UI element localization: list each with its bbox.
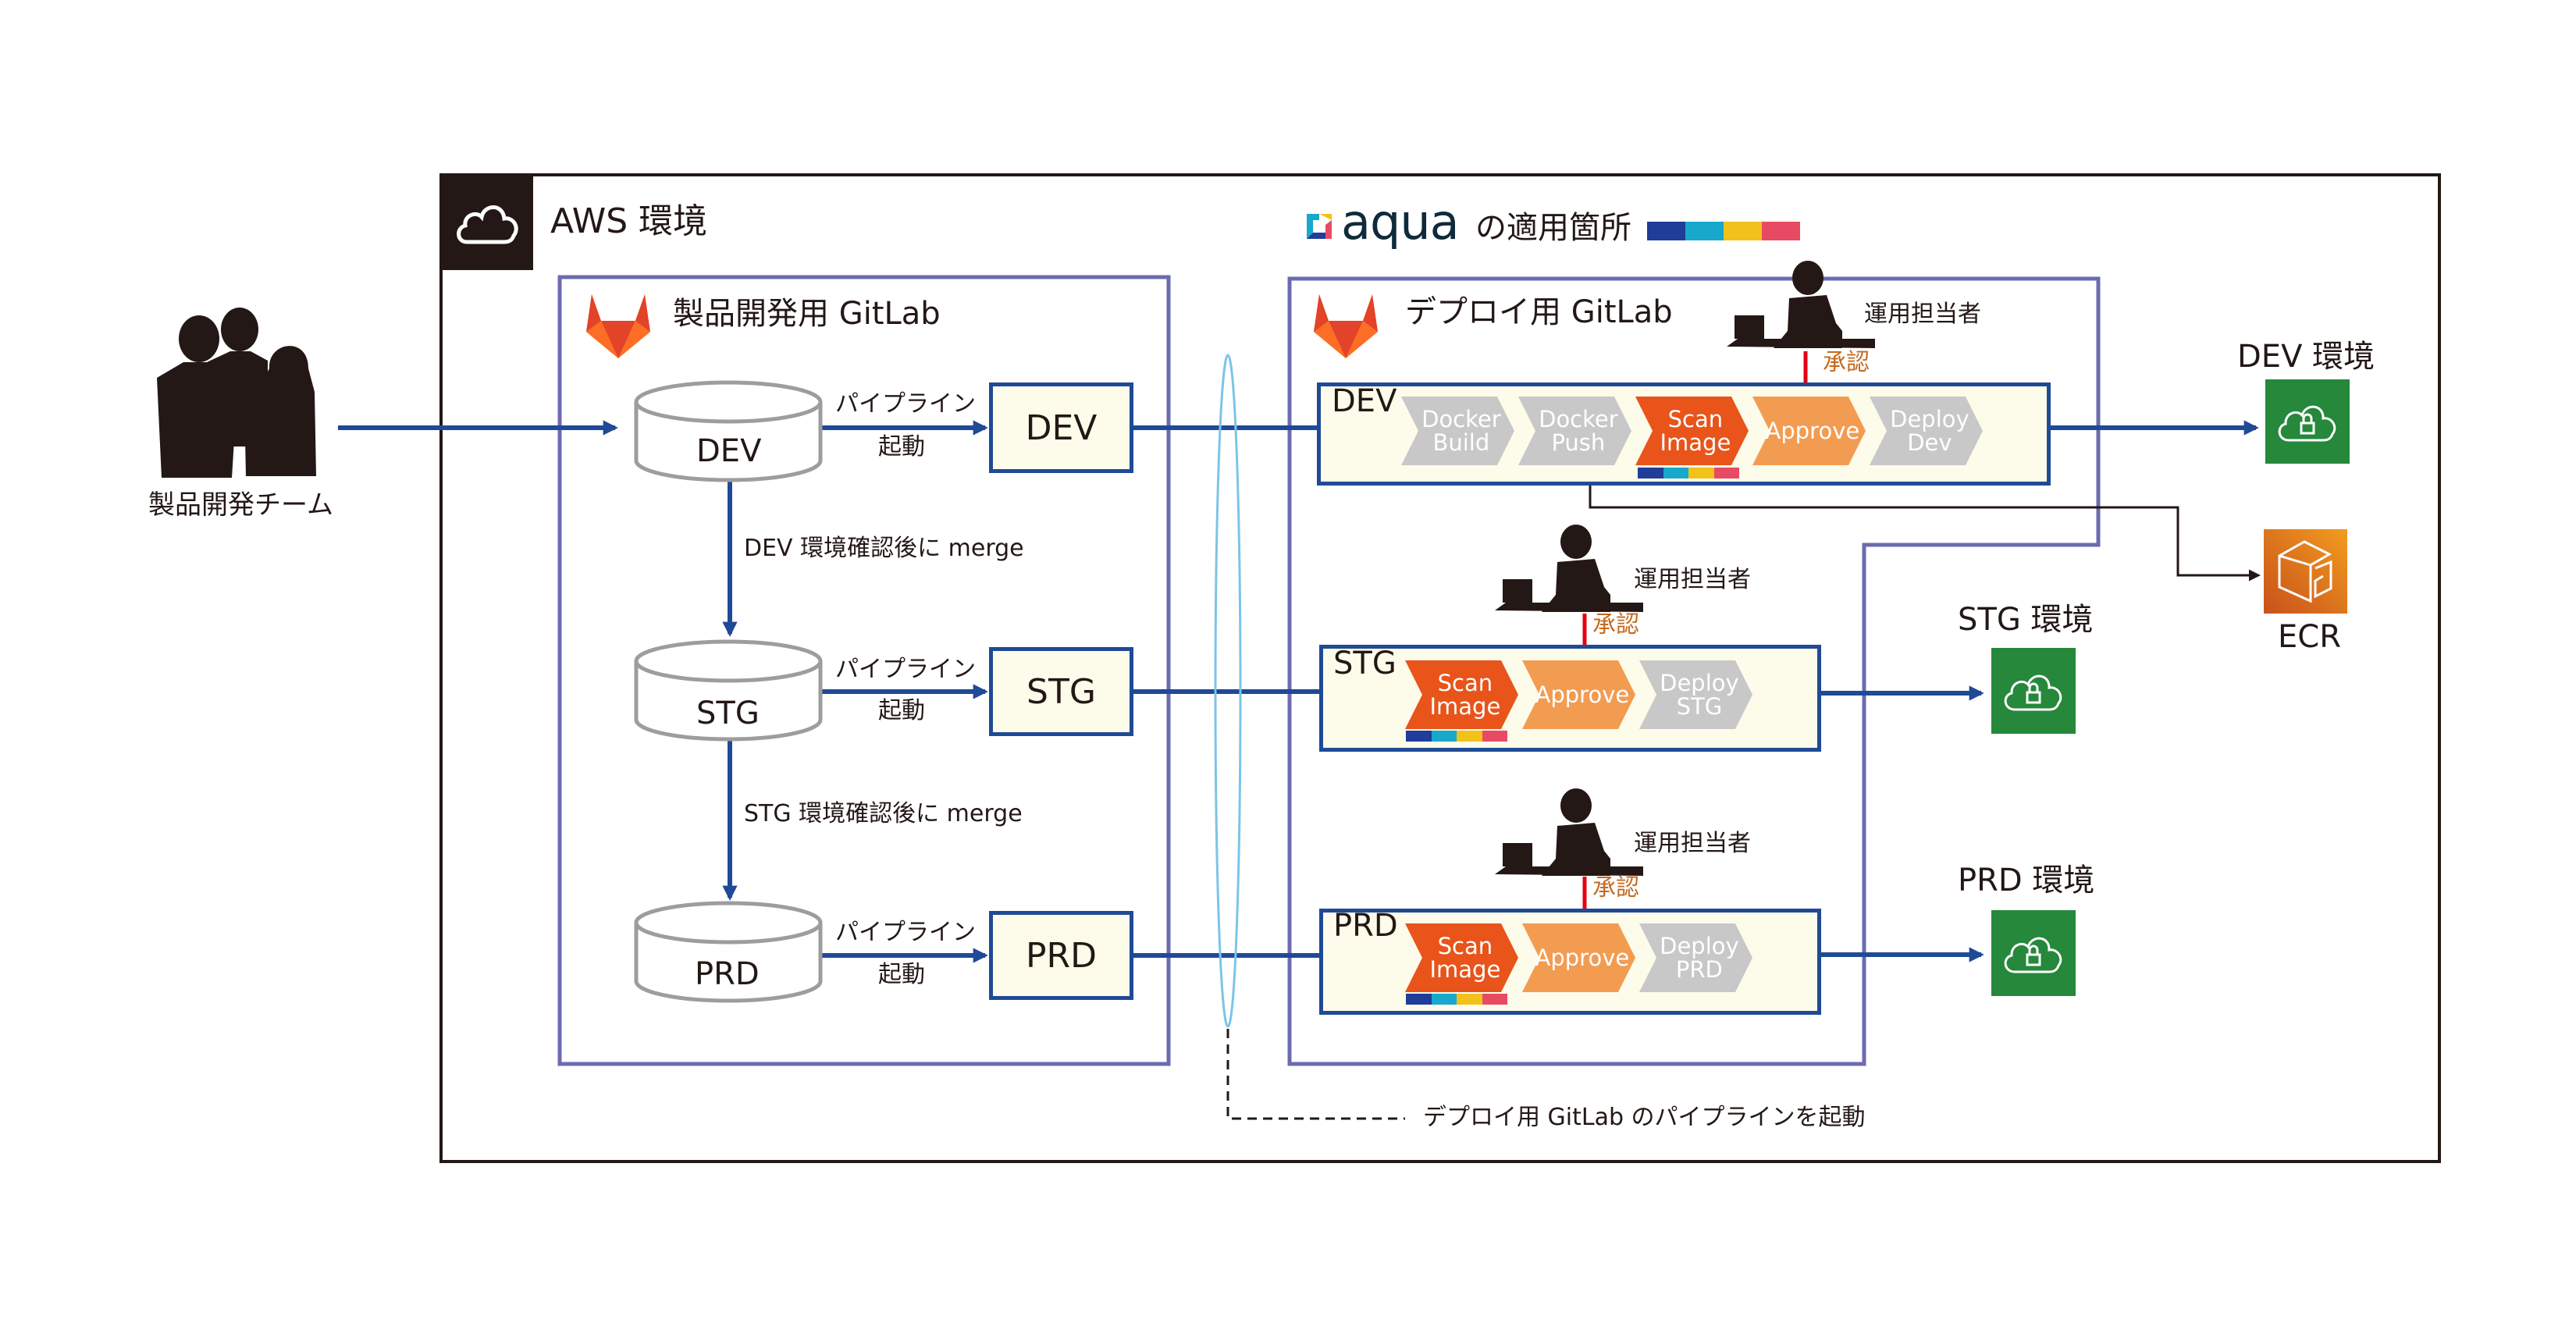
stage-chevron-scan-image[interactable] bbox=[1405, 660, 1518, 729]
gitlab-logo-icon bbox=[1314, 294, 1378, 358]
stage-chevron-deploy-dev[interactable] bbox=[1870, 397, 1983, 465]
repo-cylinder-stg[interactable] bbox=[632, 638, 827, 743]
stage-chevron-docker-build[interactable] bbox=[1401, 397, 1514, 465]
env-prd[interactable] bbox=[1991, 910, 2076, 996]
gitlab-logo-icon bbox=[586, 294, 650, 358]
ecr-label: ECR bbox=[2278, 619, 2341, 655]
stage-chevron-scan-image[interactable] bbox=[1405, 923, 1518, 992]
pipeline-env-label-dev: DEV bbox=[1332, 383, 1397, 419]
pipeline-env-label-stg: STG bbox=[1333, 646, 1397, 681]
merge-label-dev: DEV 環境確認後に merge bbox=[744, 535, 1024, 562]
repo-label-stg: STG bbox=[696, 696, 760, 731]
stage-chevron-approve[interactable] bbox=[1522, 660, 1635, 729]
stage-label: Approve bbox=[1535, 944, 1630, 971]
deploy-gitlab-boundary bbox=[1287, 276, 2101, 1066]
approval-label-prd: 承認 bbox=[1592, 874, 1639, 902]
aws-boundary bbox=[439, 173, 2441, 1163]
aqua-color-navy bbox=[1647, 222, 1685, 240]
stage-chevron-approve[interactable] bbox=[1522, 923, 1635, 992]
deploy-gitlab-title: デプロイ用 GitLab bbox=[1405, 294, 1673, 330]
operator-label-prd: 運用担当者 bbox=[1634, 830, 1751, 857]
cloud-icon bbox=[457, 205, 518, 244]
aqua-logo-text: aqua bbox=[1341, 194, 1460, 251]
aws-corner-badge bbox=[441, 175, 533, 270]
pipeline-target-stg[interactable]: STG bbox=[989, 647, 1133, 736]
stage-chevron-deploy-prd[interactable] bbox=[1639, 923, 1752, 992]
pipeline-target-prd[interactable]: PRD bbox=[989, 911, 1133, 1000]
container-registry-icon bbox=[2278, 540, 2332, 603]
pipeline-target-dev[interactable]: DEV bbox=[989, 382, 1133, 473]
trigger-label-prd-line2: 起動 bbox=[878, 961, 925, 988]
stage-chevron-docker-push[interactable] bbox=[1518, 397, 1631, 465]
env-label-dev: DEV 環境 bbox=[2237, 339, 2375, 375]
trigger-label-prd-line1: パイプライン bbox=[835, 919, 976, 946]
dev-gitlab-boundary bbox=[557, 275, 1171, 1066]
operator-label-dev: 運用担当者 bbox=[1864, 301, 1981, 328]
stage-chevron-approve[interactable] bbox=[1752, 397, 1866, 465]
team-label: 製品開発チーム bbox=[148, 489, 333, 521]
operator-silhouette-icon bbox=[1495, 525, 1643, 612]
trigger-note: デプロイ用 GitLab のパイプラインを起動 bbox=[1423, 1104, 1866, 1131]
aqua-marker-dev bbox=[1638, 468, 1739, 479]
env-label-stg: STG 環境 bbox=[1958, 602, 2094, 638]
repo-cylinder-prd[interactable] bbox=[632, 899, 827, 1005]
aqua-color-cyan bbox=[1685, 222, 1724, 240]
operator-silhouette-icon bbox=[1727, 261, 1875, 348]
stage-label: Approve bbox=[1765, 417, 1860, 444]
approval-label-dev: 承認 bbox=[1823, 349, 1870, 376]
push-to-ecr-arrow bbox=[1589, 464, 2261, 582]
cloud-lock-icon bbox=[2278, 405, 2336, 442]
aqua-marker-prd bbox=[1406, 994, 1507, 1005]
repo-label-prd: PRD bbox=[695, 956, 760, 992]
people-silhouette-icon bbox=[157, 308, 316, 478]
trigger-note-leader bbox=[1226, 1029, 1405, 1120]
aqua-color-pink bbox=[1762, 222, 1800, 240]
cloud-lock-icon bbox=[2004, 937, 2062, 973]
trigger-label-stg-line1: パイプライン bbox=[835, 656, 976, 683]
stage-label: Approve bbox=[1535, 681, 1630, 708]
dev-gitlab-title: 製品開発用 GitLab bbox=[673, 296, 941, 332]
merge-label-stg: STG 環境確認後に merge bbox=[744, 800, 1023, 827]
stage-chevron-scan-image[interactable] bbox=[1635, 397, 1749, 465]
repo-cylinder-dev[interactable] bbox=[632, 379, 827, 484]
operator-silhouette-icon bbox=[1495, 788, 1643, 876]
ecr-registry[interactable] bbox=[2264, 529, 2347, 614]
aqua-color-yellow bbox=[1724, 222, 1762, 240]
aqua-marker-stg bbox=[1406, 731, 1507, 742]
trigger-label-dev-line2: 起動 bbox=[878, 433, 925, 461]
trigger-ellipse bbox=[1214, 354, 1242, 1028]
aqua-logo-icon bbox=[1307, 214, 1332, 239]
repo-label-dev: DEV bbox=[696, 433, 762, 469]
stage-chevron-deploy-stg[interactable] bbox=[1639, 660, 1752, 729]
cloud-lock-icon bbox=[2004, 674, 2062, 711]
aws-title: AWS 環境 bbox=[550, 201, 708, 241]
env-dev[interactable] bbox=[2265, 379, 2350, 464]
trigger-label-dev-line1: パイプライン bbox=[835, 390, 976, 418]
approval-label-stg: 承認 bbox=[1592, 611, 1639, 639]
env-stg[interactable] bbox=[1991, 648, 2076, 734]
aqua-caption: の適用箇所 bbox=[1475, 210, 1631, 246]
trigger-label-stg-line2: 起動 bbox=[878, 697, 925, 724]
operator-label-stg: 運用担当者 bbox=[1634, 566, 1751, 593]
aqua-color-legend bbox=[1647, 222, 1800, 240]
env-label-prd: PRD 環境 bbox=[1958, 863, 2095, 898]
pipeline-env-label-prd: PRD bbox=[1333, 908, 1398, 944]
